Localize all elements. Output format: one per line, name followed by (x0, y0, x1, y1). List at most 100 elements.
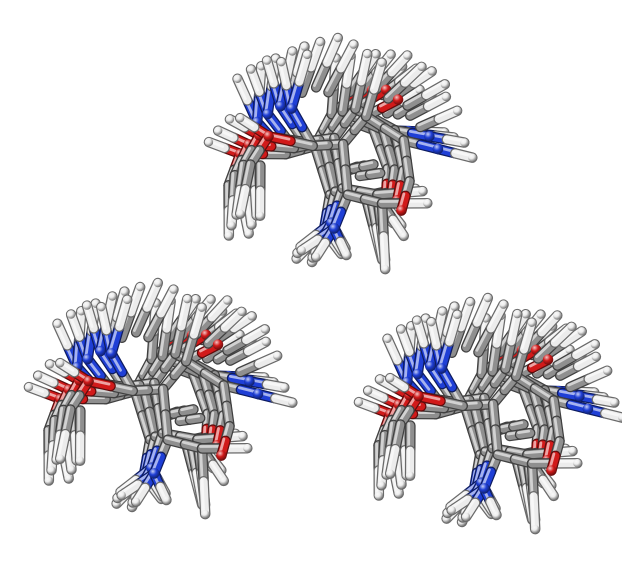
nitrogen-atom (425, 360, 436, 372)
bond-segment (549, 346, 570, 362)
hydrogen-atom (377, 58, 386, 67)
bond-segment (392, 421, 401, 449)
hydrogen-atom (191, 295, 200, 304)
bond-segment (380, 232, 386, 269)
bond-segment (179, 405, 198, 416)
hydrogen-atom (201, 509, 210, 519)
hydrogen-atom (567, 322, 576, 332)
bond-segment (156, 285, 178, 318)
bond-segment (472, 294, 492, 327)
molecular-model-top (203, 32, 478, 275)
bond-segment (242, 161, 251, 189)
hydrogen-atom (235, 113, 245, 123)
hydrogen-atom (333, 33, 343, 43)
hydrogen-atom (423, 198, 432, 208)
hydrogen-atom (412, 316, 422, 325)
bond-segment (378, 199, 388, 241)
bond-segment (229, 172, 235, 200)
hydrogen-atom (247, 312, 256, 321)
hydrogen-atom (47, 466, 56, 475)
hydrogen-atom (399, 231, 408, 241)
hydrogen-atom (483, 293, 493, 303)
hydrogen-atom (169, 285, 178, 294)
bond-segment (219, 331, 240, 347)
bond-segment (187, 414, 201, 420)
bond-segment (381, 125, 404, 140)
bond-segment (57, 430, 66, 459)
hydrogen-atom (300, 42, 309, 51)
bond-segment (379, 432, 385, 460)
bond-segment (237, 185, 246, 214)
hydrogen-atom (280, 383, 289, 392)
bond-segment (139, 412, 150, 440)
hydrogen-atom (227, 221, 236, 230)
bond-segment (407, 447, 411, 476)
bond-segment (77, 432, 81, 461)
hydrogen-atom (135, 282, 145, 292)
bond-segment (186, 414, 205, 424)
hydrogen-atom (315, 37, 325, 47)
hydrogen-atom (573, 458, 582, 468)
hydrogen-atom (396, 325, 406, 334)
hydrogen-atom (302, 50, 312, 60)
hydrogen-atom (64, 474, 73, 483)
bond-segment (527, 406, 538, 429)
hydrogen-atom (383, 334, 392, 343)
bond-segment (53, 431, 60, 460)
hydrogen-atom (618, 413, 622, 422)
bond-segment (221, 308, 242, 328)
nitrogen-atom (286, 103, 297, 114)
hydrogen-atom (452, 106, 462, 115)
hydrogen-atom (97, 302, 106, 312)
nitrogen-atom (574, 391, 585, 402)
bond-segment (335, 159, 343, 188)
bond-segment (509, 420, 528, 431)
nitrogen-atom (262, 108, 273, 120)
hydrogen-atom (288, 47, 297, 56)
bond-segment (531, 385, 554, 400)
bond-segment (209, 461, 224, 481)
bond-segment (322, 34, 342, 67)
molecules-group (23, 32, 622, 535)
hydrogen-atom (375, 375, 385, 384)
bond-segment (378, 457, 383, 485)
nitrogen-atom (95, 345, 106, 357)
hydrogen-atom (297, 246, 306, 255)
oxygen-atom (413, 391, 424, 402)
oxygen-atom (216, 450, 227, 461)
hydrogen-atom (438, 307, 447, 316)
bond-segment (386, 421, 394, 450)
bond-segment (490, 400, 496, 429)
hydrogen-atom (53, 319, 62, 328)
oxygen-atom (263, 131, 274, 142)
hydrogen-atom (386, 469, 395, 478)
hydrogen-atom (288, 398, 297, 407)
hydrogen-atom (447, 506, 456, 515)
hydrogen-atom (33, 371, 43, 380)
hydrogen-atom (67, 465, 76, 474)
hydrogen-atom (246, 65, 256, 74)
bond-segment (545, 407, 553, 431)
hydrogen-atom (513, 309, 522, 319)
bond-segment (157, 483, 167, 500)
bond-segment (553, 417, 560, 441)
hydrogen-atom (354, 397, 364, 407)
hydrogen-atom (374, 491, 384, 500)
hydrogen-atom (377, 481, 386, 490)
bond-segment (233, 186, 240, 215)
bond-segment (257, 162, 261, 191)
bond-segment (539, 476, 554, 496)
oxygen-atom (83, 376, 94, 387)
hydrogen-atom (311, 252, 321, 262)
nitrogen-atom (148, 468, 160, 479)
bond-segment (520, 386, 531, 410)
hydrogen-atom (461, 512, 471, 522)
hydrogen-atom (568, 446, 577, 456)
nitrogen-atom (424, 131, 435, 142)
nitrogen-atom (244, 376, 255, 387)
hydrogen-atom (403, 51, 412, 60)
bond-segment (387, 445, 396, 474)
bond-segment (476, 423, 485, 452)
bond-segment (342, 166, 348, 195)
bond-segment (463, 499, 475, 517)
